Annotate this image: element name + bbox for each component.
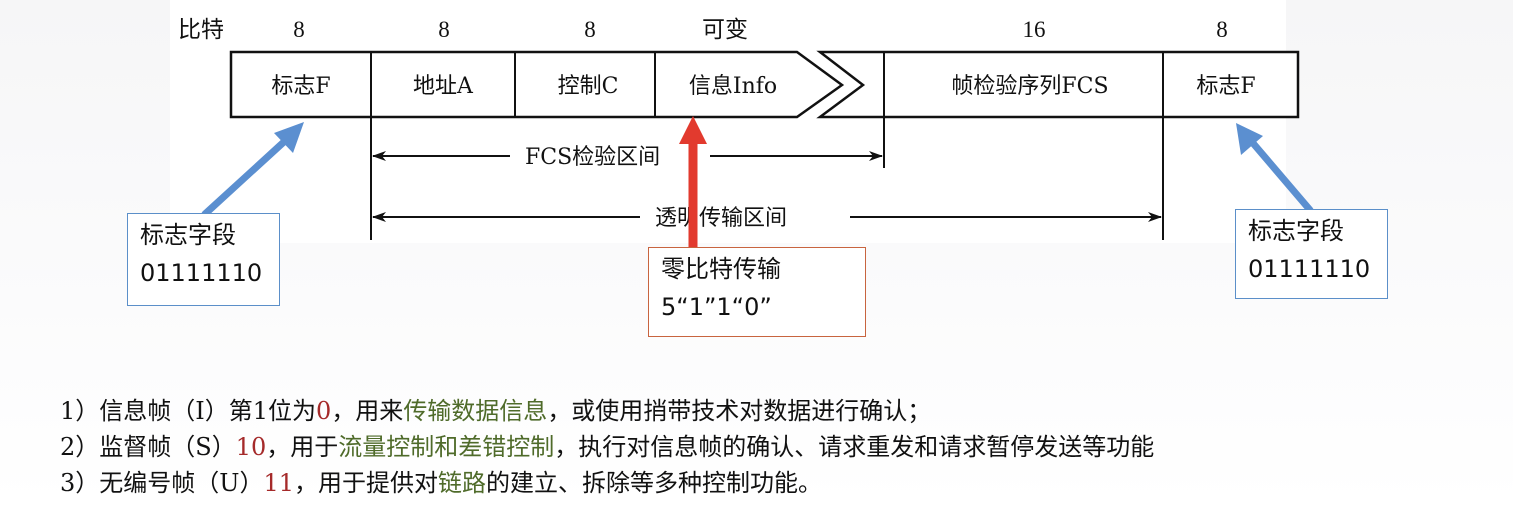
note-highlight-purpose: 链路 — [438, 469, 487, 497]
left-flag-callout-bits: 01111110 — [140, 259, 263, 287]
note-unnumbered-frame: 3）无编号帧（U）11，用于提供对链路的建立、拆除等多种控制功能。 — [60, 465, 1154, 501]
field-flag-end: 标志F — [1196, 74, 1255, 99]
note-highlight-bits: 11 — [263, 469, 295, 497]
note-text: 1）信息帧（I）第1位为 — [60, 397, 317, 425]
note-highlight-purpose: 传输数据信息 — [403, 397, 548, 425]
note-text: 2）监督帧（S） — [60, 433, 236, 461]
bits-flag-f: 8 — [293, 17, 305, 42]
note-highlight-purpose: 流量控制和差错控制 — [338, 433, 555, 461]
field-address: 地址A — [413, 74, 474, 99]
note-text: ，或使用捎带技术对数据进行确认； — [547, 397, 932, 425]
note-text: ，用于 — [266, 433, 339, 461]
frame-left-segment — [229, 50, 845, 119]
right-flag-pointer-arrow — [1236, 123, 1314, 214]
zero-bit-pointer-arrow — [679, 116, 707, 252]
bits-fcs: 16 — [1023, 17, 1046, 42]
note-highlight-bits: 0 — [316, 397, 332, 425]
right-flag-callout-title: 标志字段 — [1248, 217, 1344, 245]
note-text: ，用来 — [331, 397, 404, 425]
field-info: 信息Info — [689, 74, 777, 99]
bits-flag-end: 8 — [1216, 17, 1228, 42]
note-text: ，用于提供对 — [294, 469, 439, 497]
bits-address: 8 — [438, 17, 450, 42]
frame-type-notes: 1）信息帧（I）第1位为0，用来传输数据信息，或使用捎带技术对数据进行确认； 2… — [60, 393, 1154, 501]
zero-bit-callout: 零比特传输 5“1”1“0” — [648, 247, 866, 337]
field-flag-start: 标志F — [271, 74, 330, 99]
note-text: ，执行对信息帧的确认、请求重发和请求暂停发送等功能 — [554, 433, 1155, 461]
fcs-range-label: FCS检验区间 — [525, 145, 660, 170]
note-text: 3）无编号帧（U） — [60, 469, 264, 497]
left-flag-callout-title: 标志字段 — [140, 221, 236, 249]
right-flag-callout: 标志字段 01111110 — [1235, 209, 1388, 299]
note-supervisory-frame: 2）监督帧（S）10，用于流量控制和差错控制，执行对信息帧的确认、请求重发和请求… — [60, 429, 1154, 465]
left-flag-callout: 标志字段 01111110 — [127, 213, 280, 306]
zero-bit-callout-rule: 5“1”1“0” — [661, 293, 772, 321]
transparent-range-label: 透明传输区间 — [655, 206, 787, 231]
bits-info: 可变 — [702, 17, 748, 42]
left-flag-pointer-arrow — [201, 122, 304, 218]
frame-diagram-panel — [170, 0, 1286, 243]
bits-label: 比特 — [178, 17, 224, 42]
note-highlight-bits: 10 — [235, 433, 267, 461]
bits-control: 8 — [584, 17, 596, 42]
field-control: 控制C — [558, 74, 619, 99]
note-information-frame: 1）信息帧（I）第1位为0，用来传输数据信息，或使用捎带技术对数据进行确认； — [60, 393, 1154, 429]
note-text: 的建立、拆除等多种控制功能。 — [486, 469, 823, 497]
frame-right-segment — [816, 50, 1300, 119]
zero-bit-callout-title: 零比特传输 — [661, 255, 781, 283]
right-flag-callout-bits: 01111110 — [1248, 255, 1371, 283]
field-fcs: 帧检验序列FCS — [951, 74, 1108, 99]
